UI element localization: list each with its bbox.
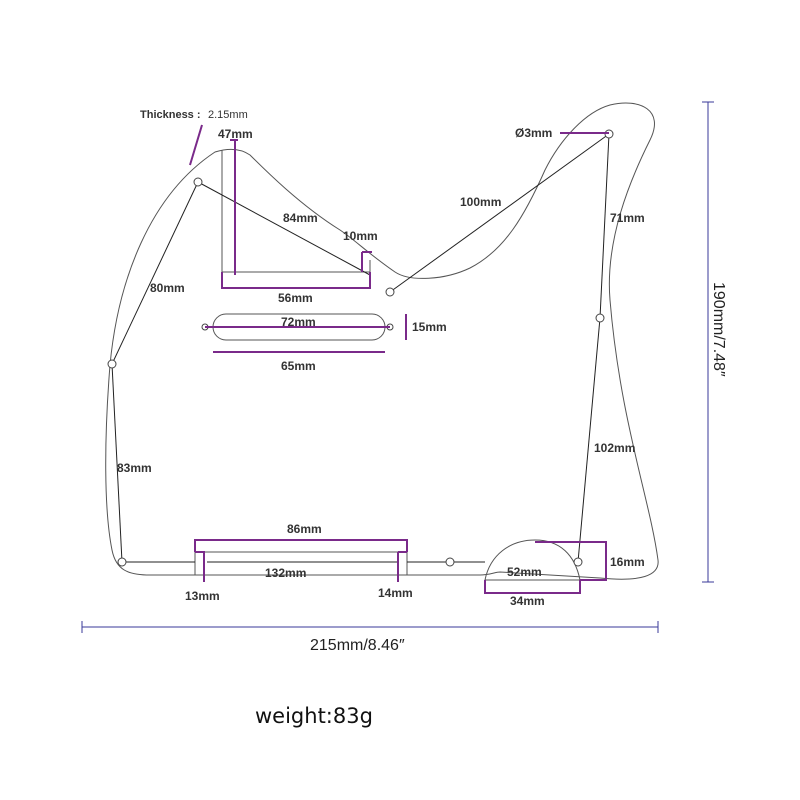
- dim-thickness: [189, 124, 203, 166]
- dim-86mm: [194, 539, 408, 552]
- dim-16mm: [535, 541, 607, 581]
- label-47mm: 47mm: [218, 127, 253, 141]
- line-83mm: [111, 363, 123, 563]
- label-56mm: 56mm: [278, 291, 313, 305]
- dim-14mm: [397, 551, 407, 582]
- width-total-label: 215mm/8.46″: [310, 637, 405, 654]
- label-52mm: 52mm: [507, 565, 542, 579]
- screw-hole: [117, 557, 127, 567]
- height-total-label: 190mm/7.48″: [710, 282, 727, 377]
- line-100mm: [389, 133, 610, 293]
- label-72mm: 72mm: [281, 315, 316, 329]
- line-84mm: [197, 181, 371, 276]
- label-84mm: 84mm: [283, 211, 318, 225]
- dim-47mm: [230, 139, 238, 275]
- pickguard-outline: [105, 102, 659, 580]
- thickness-value: 2.15mm: [208, 109, 248, 121]
- line-71mm: [599, 133, 610, 319]
- line-102mm: [577, 317, 601, 563]
- thickness-label: Thickness :: [140, 109, 201, 121]
- bridge-cutout: [194, 551, 408, 575]
- screw-hole: [193, 177, 203, 187]
- label-14mm: 14mm: [378, 586, 413, 600]
- label-83mm: 83mm: [117, 461, 152, 475]
- label-13mm: 13mm: [185, 589, 220, 603]
- dim-34mm: [484, 580, 581, 594]
- weight-label: weight:83g: [255, 704, 373, 728]
- neck-pocket-cutout: [221, 150, 371, 273]
- screw-hole: [107, 359, 117, 369]
- dim-13mm: [195, 551, 205, 582]
- screw-hole: [573, 557, 583, 567]
- label-10mm: 10mm: [343, 229, 378, 243]
- dim-10mm: [361, 251, 372, 272]
- screw-hole: [595, 313, 605, 323]
- label-34mm: 34mm: [510, 594, 545, 608]
- label-86mm: 86mm: [287, 522, 322, 536]
- label-15mm: 15mm: [412, 320, 447, 334]
- screw-hole: [385, 287, 395, 297]
- label-71mm: 71mm: [610, 211, 645, 225]
- line-80mm: [111, 181, 199, 365]
- label-132mm: 132mm: [265, 566, 306, 580]
- control-cutout: [484, 539, 581, 581]
- dim-56mm: [221, 272, 371, 289]
- label-16mm: 16mm: [610, 555, 645, 569]
- label-102mm: 102mm: [594, 441, 635, 455]
- label-65mm: 65mm: [281, 359, 316, 373]
- screw-hole: [445, 557, 455, 567]
- label-80mm: 80mm: [150, 281, 185, 295]
- label-100mm: 100mm: [460, 195, 501, 209]
- label-hole: Ø3mm: [515, 126, 552, 140]
